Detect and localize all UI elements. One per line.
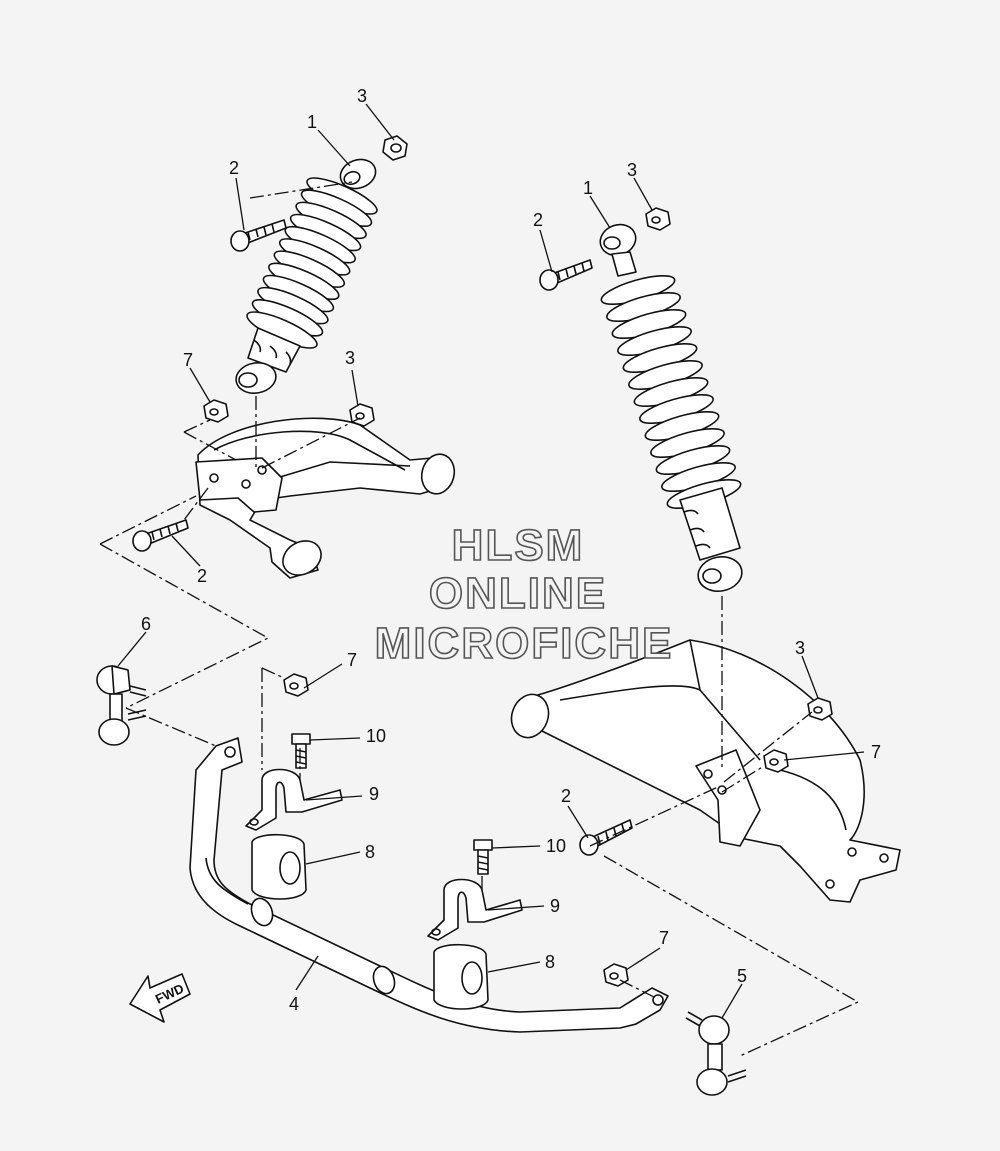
watermark: HLSM ONLINE MICROFICHE [374, 520, 674, 669]
callout-9-lower: 9 [550, 896, 560, 916]
right-lower-nut-7 [763, 749, 789, 773]
callout-7-left: 7 [183, 350, 193, 370]
callout-10-upper: 10 [366, 726, 386, 746]
callout-10-lower: 10 [546, 836, 566, 856]
callout-4: 4 [289, 994, 299, 1014]
callout-2-mid-left: 2 [197, 566, 207, 586]
callout-2-right-arm: 2 [561, 786, 571, 806]
callout-2-top-left: 2 [229, 158, 239, 178]
right-shock-absorber [599, 223, 743, 592]
callout-2-top-right: 2 [533, 210, 543, 230]
callout-7-stabilizer-upper: 7 [347, 650, 357, 670]
callout-9-upper: 9 [369, 784, 379, 804]
watermark-line-2: ONLINE [429, 569, 607, 618]
bracket-bolt-lower [473, 839, 493, 875]
end-link-left [96, 665, 147, 746]
callout-3-top-left: 3 [357, 86, 367, 106]
left-lower-nut-3 [349, 403, 375, 427]
bushing-upper [251, 833, 307, 900]
bracket-upper [245, 768, 343, 831]
left-lower-nut-7 [203, 399, 229, 423]
right-upper-nut [645, 207, 671, 231]
callout-3-right-arm: 3 [795, 638, 805, 658]
end-link-right [685, 1011, 747, 1096]
bracket-lower [427, 878, 523, 941]
forward-direction-arrow: FWD [129, 973, 191, 1023]
bracket-bolt-upper [291, 733, 311, 769]
right-upper-bolt [539, 259, 593, 291]
callouts: 1 3 2 7 3 2 1 2 3 6 7 10 9 8 3 7 2 [117, 86, 881, 1019]
right-lower-nut-3 [807, 697, 833, 721]
left-shock-absorber [235, 158, 378, 394]
left-swing-arm [195, 417, 456, 579]
callout-1-right: 1 [583, 178, 593, 198]
left-lower-bolt [132, 519, 189, 552]
callout-5: 5 [737, 966, 747, 986]
callout-6: 6 [141, 614, 151, 634]
callout-3-mid-left: 3 [345, 348, 355, 368]
left-upper-nut [382, 135, 408, 161]
stabilizer-nut-upper [283, 673, 309, 697]
callout-7-right-arm: 7 [871, 742, 881, 762]
callout-3-top-right: 3 [627, 160, 637, 180]
stabilizer-bar [189, 737, 669, 1033]
callout-8-lower: 8 [545, 952, 555, 972]
callout-1-left: 1 [307, 112, 317, 132]
assembly-lines [99, 181, 860, 1057]
left-upper-bolt [230, 219, 287, 252]
callout-7-stabilizer-lower: 7 [659, 928, 669, 948]
watermark-line-3: MICROFICHE [375, 619, 674, 668]
watermark-line-1: HLSM [452, 521, 585, 570]
bushing-lower [433, 943, 489, 1010]
right-swing-arm [510, 639, 901, 903]
callout-8-upper: 8 [365, 842, 375, 862]
